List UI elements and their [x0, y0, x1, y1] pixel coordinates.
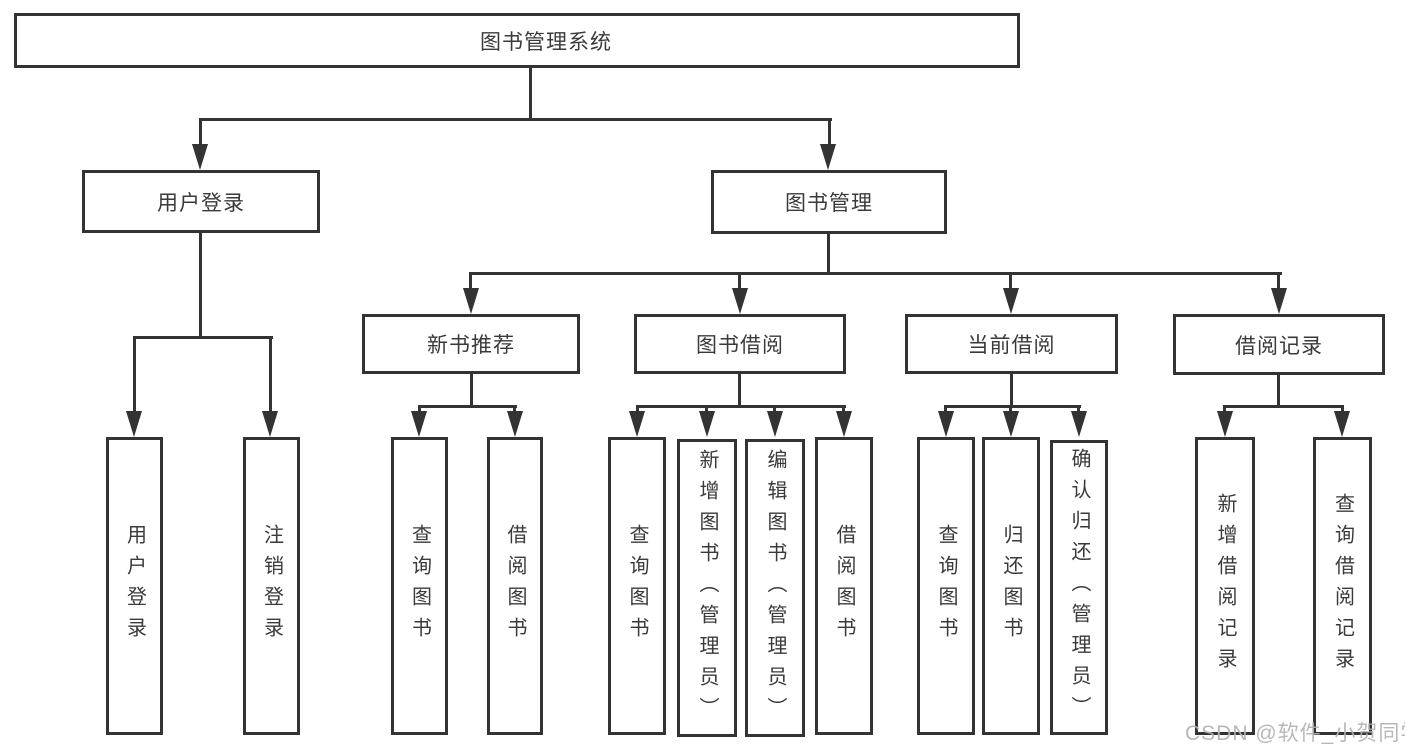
connector-cb-leaf3-drop: [1077, 405, 1080, 415]
connector-user-login-rail: [133, 336, 273, 339]
arrowhead-bb-leaf2: [699, 411, 715, 437]
connector-bb-leaf3-drop: [773, 405, 776, 415]
connector-bb-rail: [636, 405, 846, 408]
leaf-logout: 注销登录: [243, 437, 300, 735]
connector-nb-leaf2-drop: [513, 405, 516, 415]
node-book-borrowing: 图书借阅: [634, 314, 846, 374]
connector-br-stem: [1277, 374, 1280, 407]
leaf-user-login: 用户登录: [106, 437, 163, 735]
node-root: 图书管理系统: [14, 13, 1020, 68]
arrowhead-br-leaf2: [1334, 411, 1350, 437]
connector-br-leaf1-drop: [1223, 405, 1226, 415]
connector-cb-leaf1-drop: [944, 405, 947, 415]
connector-bb-leaf1-drop: [636, 405, 639, 415]
leaf-query-borrow-record: 查询借阅记录: [1313, 437, 1372, 735]
arrowhead-user-login: [192, 144, 208, 170]
connector-root-rail: [199, 118, 832, 121]
connector-cb-rail: [945, 405, 1081, 408]
node-borrowing-records: 借阅记录: [1173, 314, 1385, 375]
connector-newbook-stem: [470, 372, 473, 407]
arrowhead-cb-leaf1: [938, 411, 954, 437]
leaf-borrow-books-2: 借阅图书: [815, 437, 873, 735]
leaf-query-books-2: 查询图书: [608, 437, 666, 735]
arrowhead-nb-leaf1: [411, 411, 427, 437]
arrowhead-leaf-login: [126, 411, 142, 437]
connector-leaf-logout-drop: [269, 336, 272, 413]
arrowhead-bb-leaf1: [629, 411, 645, 437]
connector-leaf-login-drop: [133, 336, 136, 413]
connector-bb-leaf2-drop: [705, 405, 708, 415]
arrowhead-leaf-logout: [262, 411, 278, 437]
leaf-add-borrow-record: 新增借阅记录: [1195, 437, 1255, 735]
node-current-borrowing: 当前借阅: [905, 314, 1118, 374]
connector-bb-stem: [738, 372, 741, 407]
arrowhead-currentborrow: [1003, 288, 1019, 314]
csdn-watermark: CSDN @软件_小贺同学: [1185, 722, 1405, 745]
arrowhead-cb-leaf3: [1071, 411, 1087, 437]
connector-root-stem: [529, 66, 532, 120]
arrowhead-book-mgmt: [820, 144, 836, 170]
leaf-query-books-1: 查询图书: [391, 437, 448, 735]
connector-user-login-drop: [199, 118, 202, 146]
connector-records-drop: [1277, 272, 1280, 290]
node-new-book-recommend: 新书推荐: [362, 314, 580, 374]
leaf-confirm-return-admin: 确认归还（管理员）: [1050, 440, 1108, 735]
connector-bookborrow-drop: [738, 272, 741, 290]
connector-br-leaf2-drop: [1341, 405, 1344, 415]
arrowhead-bb-leaf3: [767, 411, 783, 437]
connector-nb-leaf1-drop: [418, 405, 421, 415]
connector-currentborrow-drop: [1009, 272, 1012, 290]
arrowhead-newbook: [463, 288, 479, 314]
arrowhead-nb-leaf2: [507, 411, 523, 437]
arrowhead-br-leaf1: [1217, 411, 1233, 437]
leaf-borrow-books-1: 借阅图书: [487, 437, 543, 735]
connector-user-login-stem: [199, 231, 202, 338]
arrowhead-records: [1271, 288, 1287, 314]
connector-book-mgmt-stem: [827, 232, 830, 274]
leaf-add-books-admin: 新增图书（管理员）: [677, 439, 737, 737]
node-book-management: 图书管理: [711, 170, 947, 234]
connector-br-rail: [1224, 405, 1344, 408]
connector-level3-rail: [470, 272, 1282, 275]
connector-cb-leaf2-drop: [1009, 405, 1012, 415]
leaf-edit-books-admin: 编辑图书（管理员）: [745, 439, 805, 737]
connector-newbook-rail: [418, 405, 517, 408]
node-user-login: 用户登录: [82, 170, 320, 233]
leaf-query-books-3: 查询图书: [917, 437, 975, 735]
connector-newbook-drop: [469, 272, 472, 290]
connector-bb-leaf4-drop: [842, 405, 845, 415]
connector-book-mgmt-drop: [828, 118, 831, 146]
arrowhead-cb-leaf2: [1003, 411, 1019, 437]
leaf-return-books: 归还图书: [982, 437, 1040, 735]
arrowhead-bb-leaf4: [836, 411, 852, 437]
arrowhead-bookborrow: [732, 288, 748, 314]
connector-cb-stem: [1010, 372, 1013, 407]
